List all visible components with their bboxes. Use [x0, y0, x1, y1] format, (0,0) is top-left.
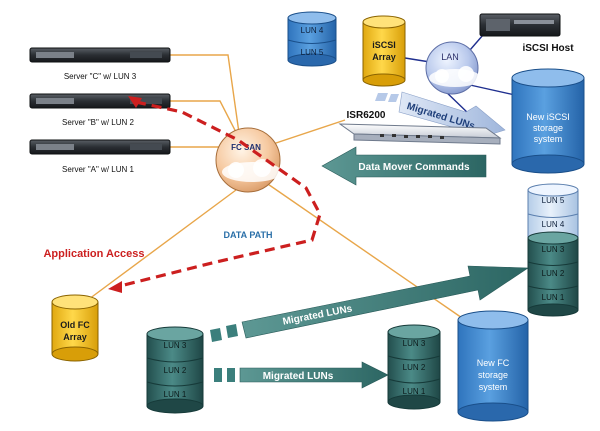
arrowhead-to-server-b — [128, 96, 142, 108]
data-mover-label: Data Mover Commands — [358, 162, 470, 173]
right-lun-3: LUN 3 — [542, 245, 565, 254]
iscsi-array-label-2: Array — [372, 52, 396, 62]
new-fc-label-2: storage — [478, 370, 508, 380]
link-server-b — [170, 100, 241, 141]
iscsi-lun-4-label: LUN 4 — [301, 26, 324, 35]
old-fc-array: Old FC Array — [51, 294, 99, 362]
iscsi-lun-5-label: LUN 5 — [301, 48, 324, 57]
link-host-lan — [469, 34, 484, 51]
iscsi-array-label-1: iSCSI — [372, 40, 396, 50]
application-access-label: Application Access — [43, 248, 144, 260]
old-fc-lun-1: LUN 1 — [164, 390, 187, 399]
new-fc-label-3: system — [479, 382, 508, 392]
server-a: Server "A" w/ LUN 1 — [29, 139, 171, 174]
server-a-label: Server "A" w/ LUN 1 — [62, 165, 134, 174]
right-lun-5: LUN 5 — [542, 196, 565, 205]
isr-label: ISR6200 — [347, 110, 386, 121]
server-b: Server "B" w/ LUN 2 — [29, 93, 171, 127]
right-lun-2: LUN 2 — [542, 269, 565, 278]
new-iscsi-label-2: storage — [533, 123, 563, 133]
iscsi-lun-stack: LUN 4 LUN 5 — [287, 11, 337, 67]
new-fc-lun-2: LUN 2 — [403, 363, 426, 372]
link-lan-new-iscsi — [469, 84, 516, 96]
new-fc-label-1: New FC — [477, 358, 510, 368]
server-c-label: Server "C" w/ LUN 3 — [64, 72, 137, 81]
migrated-luns-bottom-arrow: Migrated LUNs — [214, 361, 389, 389]
arrowhead-to-old-fc — [108, 281, 122, 293]
link-server-c — [170, 54, 241, 141]
server-c: Server "C" w/ LUN 3 — [29, 47, 171, 81]
data-mover-arrow: Data Mover Commands — [321, 146, 487, 186]
old-fc-lun-stack: LUN 3 LUN 2 LUN 1 — [146, 326, 204, 414]
new-iscsi-label-3: system — [534, 134, 563, 144]
old-fc-lun-3: LUN 3 — [164, 341, 187, 350]
old-fc-label-1: Old FC — [60, 320, 90, 330]
iscsi-array: iSCSI Array — [362, 15, 406, 87]
new-fc-lun-1: LUN 1 — [403, 387, 426, 396]
data-path-label: DATA PATH — [224, 230, 273, 240]
new-fc-lun-3: LUN 3 — [403, 339, 426, 348]
lan-node: LAN — [425, 41, 481, 95]
iscsi-host-label: iSCSI Host — [522, 43, 574, 54]
fc-san-node: FC SAN — [215, 127, 282, 193]
new-iscsi-label-1: New iSCSI — [526, 112, 570, 122]
isr6200: ISR6200 — [338, 110, 502, 145]
new-iscsi-storage: New iSCSI storage system — [511, 68, 585, 174]
new-fc-lun-stack: LUN 3 LUN 2 LUN 1 — [387, 324, 441, 410]
new-fc-storage: New FC storage system — [457, 310, 529, 422]
migrated-luns-bottom-label: Migrated LUNs — [263, 371, 334, 382]
lan-label: LAN — [441, 52, 459, 62]
link-san-old-fc — [84, 189, 237, 303]
right-lun-4: LUN 4 — [542, 220, 565, 229]
application-access-path — [119, 100, 322, 288]
old-fc-lun-2: LUN 2 — [164, 366, 187, 375]
link-array-lan — [404, 57, 431, 63]
server-b-label: Server "B" w/ LUN 2 — [62, 118, 134, 127]
iscsi-host: iSCSI Host — [479, 13, 574, 54]
right-lun-1: LUN 1 — [542, 293, 565, 302]
right-lun-stack: LUN 5 LUN 4 LUN 3 LUN 2 LUN 1 — [527, 183, 579, 317]
old-fc-label-2: Array — [63, 332, 87, 342]
